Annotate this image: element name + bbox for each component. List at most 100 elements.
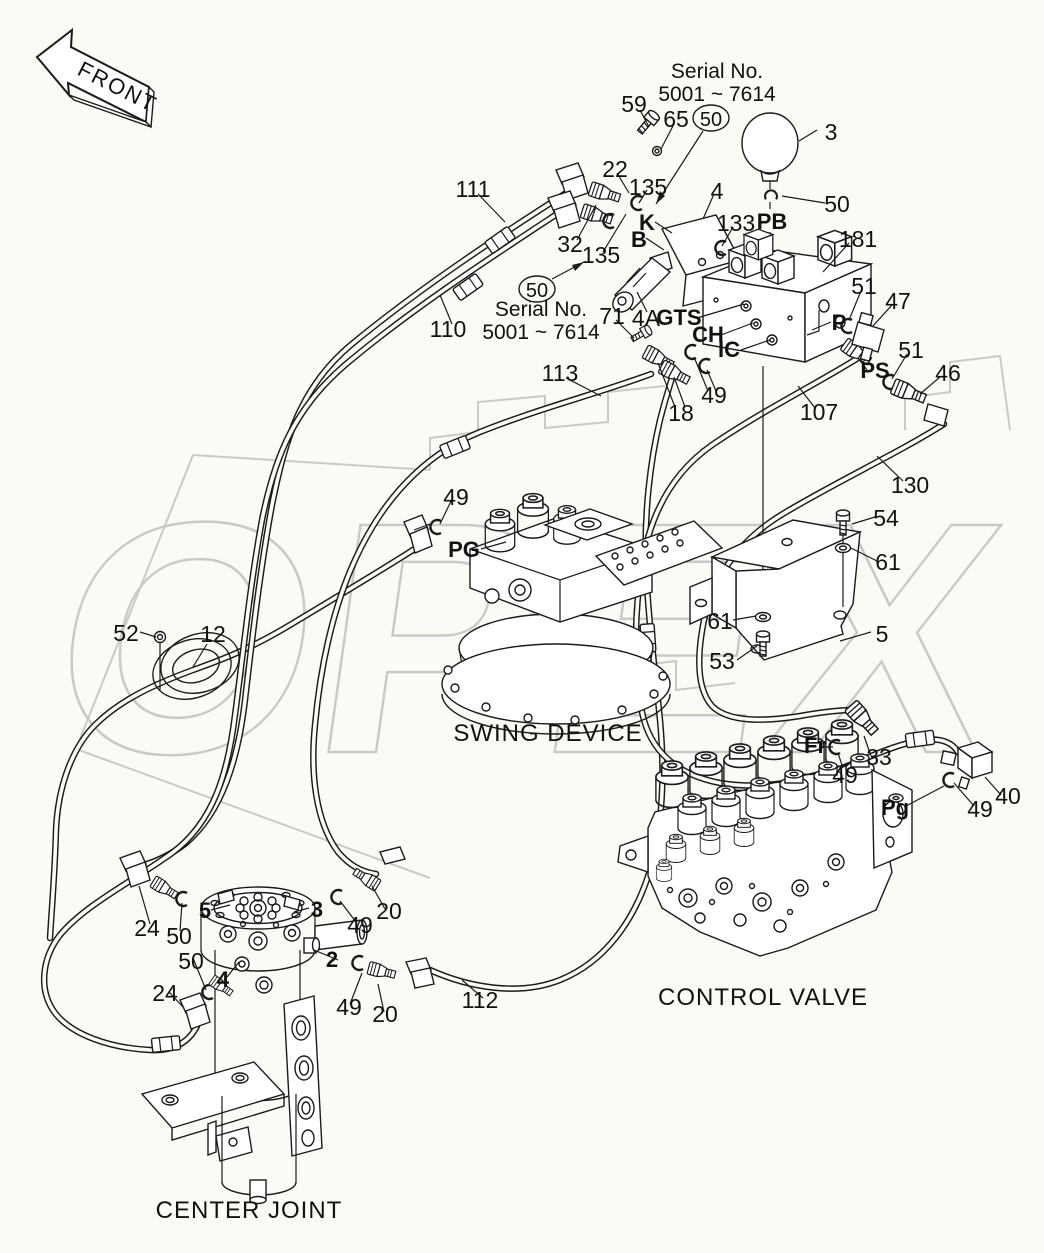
part-label-12: 12 xyxy=(200,621,226,647)
part-label-46: 46 xyxy=(935,360,961,386)
pg-elbow-fitting xyxy=(403,514,433,554)
strap-plate xyxy=(283,995,323,1157)
nipple-22 xyxy=(587,181,623,206)
part-label-2: 2 xyxy=(326,947,338,972)
part-label-50: 50 xyxy=(824,191,850,217)
hose-107 xyxy=(632,354,962,789)
part-label-18: 18 xyxy=(668,400,694,426)
part-label-22: 22 xyxy=(602,156,628,182)
center-joint xyxy=(140,886,368,1205)
circled-label-50: 50 xyxy=(526,280,548,302)
serial-callout-circle xyxy=(692,104,730,132)
part-label-3: 3 xyxy=(825,119,838,145)
part-label-B: B xyxy=(631,227,647,252)
hose-113 xyxy=(310,370,655,878)
title-center-joint: CENTER JOINT xyxy=(156,1197,343,1224)
part-label-71: 71 xyxy=(599,303,625,329)
part-label-54: 54 xyxy=(873,505,899,531)
part-label-49: 49 xyxy=(347,912,373,938)
part-label-PS: PS xyxy=(860,358,889,383)
part-label-50: 50 xyxy=(178,948,204,974)
part-label-49: 49 xyxy=(336,994,362,1020)
circled-label-50: 50 xyxy=(700,109,722,131)
serial-note-top-line2: 5001 ~ 7614 xyxy=(658,83,776,106)
serial-callout-circle xyxy=(518,275,556,303)
hose-110 xyxy=(40,210,561,1054)
oring-50 xyxy=(201,983,215,1001)
joint-fittings xyxy=(119,846,435,1030)
hose-end-fittings-top xyxy=(547,108,663,230)
part-label-59: 59 xyxy=(621,91,647,117)
perforated-plate-holes xyxy=(611,528,684,571)
hose-sleeve xyxy=(904,729,936,749)
oring-50 xyxy=(764,189,778,201)
part-label-47: 47 xyxy=(885,288,911,314)
part-label-32: 32 xyxy=(557,231,583,257)
nipple-20 xyxy=(366,960,398,982)
hose-sleeve xyxy=(150,1034,182,1054)
washer-61 xyxy=(834,542,852,554)
oring-49 xyxy=(698,357,712,375)
title-swing-device: SWING DEVICE xyxy=(453,720,642,747)
part-label-20: 20 xyxy=(376,898,402,924)
bracket xyxy=(689,366,863,661)
arrowhead xyxy=(572,262,584,271)
hoses xyxy=(40,184,962,1054)
leader-lines xyxy=(138,109,1002,1013)
part-label-65: 65 xyxy=(663,106,689,132)
part-label-61: 61 xyxy=(707,608,733,634)
shuttle-valve-block xyxy=(700,228,875,368)
part-label-PG: PG xyxy=(448,537,480,562)
nipple-18 xyxy=(657,359,693,388)
part-label-CH: CH xyxy=(692,322,724,347)
accumulator xyxy=(741,112,799,288)
part-label-4A: 4A xyxy=(632,305,661,331)
serial-note-mid-line1: Serial No. xyxy=(495,298,587,321)
fitting-47 xyxy=(851,311,885,362)
part-label-49: 49 xyxy=(443,484,469,510)
part-label-135: 135 xyxy=(629,174,667,200)
front-arrow: FRONT xyxy=(35,27,161,129)
part-label-20: 20 xyxy=(372,1001,398,1027)
part-label-5: 5 xyxy=(199,898,211,923)
part-label-4: 4 xyxy=(217,967,230,992)
part-label-3: 3 xyxy=(311,897,323,922)
part-label-135: 135 xyxy=(582,242,620,268)
serial-note-top-line1: Serial No. xyxy=(671,60,763,83)
part-label-112: 112 xyxy=(462,987,499,1013)
part-label-181: 181 xyxy=(839,226,877,252)
part-label-53: 53 xyxy=(709,648,735,674)
fitting-40 xyxy=(940,741,994,790)
part-label-Pg: Pg xyxy=(881,795,909,820)
part-label-24: 24 xyxy=(134,915,160,941)
part-label-Fr: Fr xyxy=(804,733,826,758)
text-layer: Serial No. 5001 ~ 7614 Serial No. 5001 ~… xyxy=(113,60,1021,1224)
part-label-24: 24 xyxy=(152,980,178,1006)
hose-112 xyxy=(426,374,676,992)
part-label-5: 5 xyxy=(876,621,889,647)
nipple-24 xyxy=(149,875,181,902)
part-label-33: 33 xyxy=(866,744,892,770)
swing-device xyxy=(403,492,724,735)
grommet xyxy=(152,632,240,700)
part-label-PB: PB xyxy=(757,209,788,234)
part-label-130: 130 xyxy=(891,472,929,498)
part-label-51: 51 xyxy=(851,273,877,299)
part-label-50: 50 xyxy=(166,923,192,949)
part-label-52: 52 xyxy=(113,620,139,646)
foot-flange xyxy=(140,1061,286,1141)
arrowhead xyxy=(656,191,665,204)
part-label-113: 113 xyxy=(542,360,579,386)
flange-bolts xyxy=(443,665,668,725)
part-label-GTS: GTS xyxy=(656,305,701,330)
part-label-51: 51 xyxy=(898,337,924,363)
part-label-133: 133 xyxy=(717,210,755,236)
oring-49 xyxy=(351,954,365,972)
part-label-61: 61 xyxy=(875,549,901,575)
part-label-K: K xyxy=(639,210,655,235)
part-label-49: 49 xyxy=(701,382,727,408)
solenoid-4a xyxy=(612,257,672,313)
title-control-valve: CONTROL VALVE xyxy=(658,984,868,1011)
